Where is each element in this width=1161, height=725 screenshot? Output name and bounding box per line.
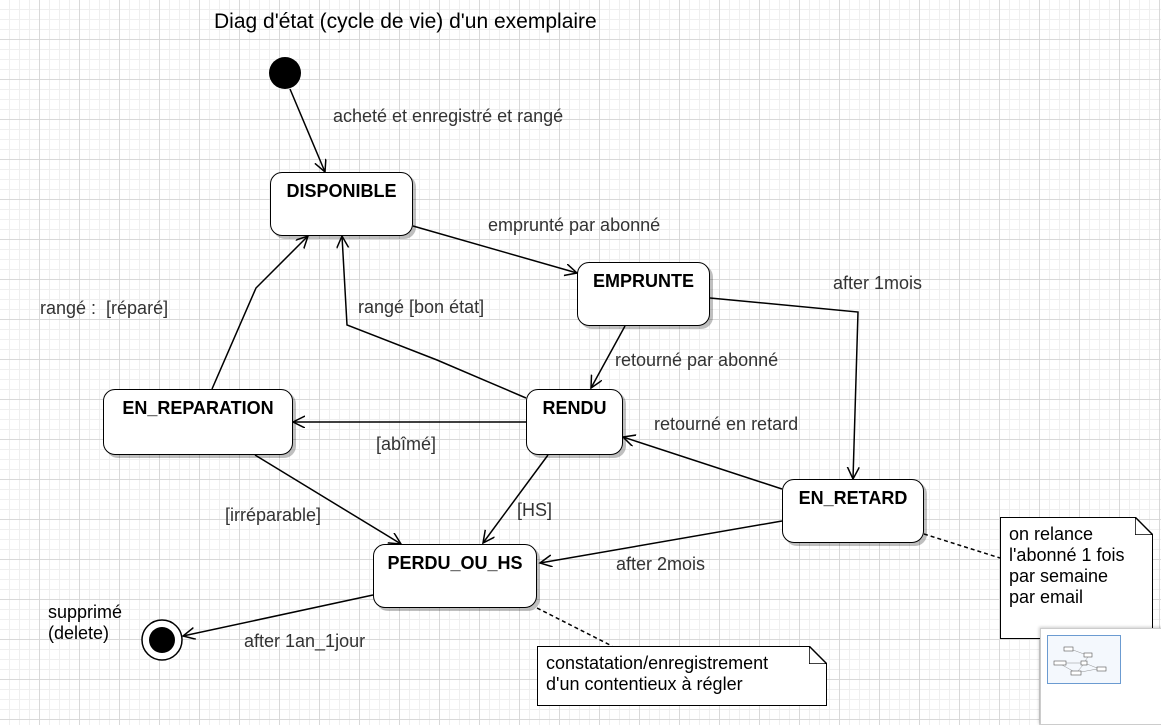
state-emprunte[interactable]: EMPRUNTE <box>577 262 710 326</box>
state-perdu-ou-hs[interactable]: PERDU_OU_HS <box>373 544 537 608</box>
transition-emprunte-rendu <box>591 325 626 388</box>
label-initial-disponible: acheté et enregistré et rangé <box>333 106 564 126</box>
label-en-retard-perdu: after 2mois <box>616 554 706 574</box>
transition-perdu-final <box>183 594 374 636</box>
transition-disponible-emprunte <box>412 225 577 273</box>
label-final-state: supprimé (delete) <box>48 602 123 643</box>
transition-rendu-perdu <box>483 454 549 543</box>
transition-reparation-disponible <box>211 236 308 390</box>
state-emprunte-label: EMPRUNTE <box>592 271 694 291</box>
label-reparation-disponible: rangé : [réparé] <box>40 298 169 318</box>
minimap-viewport[interactable] <box>1047 635 1121 684</box>
note-link-contentieux <box>536 607 613 647</box>
label-emprunte-rendu: retourné par abonné <box>615 350 779 370</box>
initial-state <box>269 57 301 89</box>
minimap-preview <box>1053 646 1107 676</box>
transition-en-retard-rendu <box>623 437 783 490</box>
label-rendu-reparation: [abîmé] <box>376 434 437 454</box>
transition-initial-disponible <box>289 88 325 172</box>
state-disponible-label: DISPONIBLE <box>286 181 397 201</box>
label-emprunte-en-retard: after 1mois <box>833 273 923 293</box>
state-disponible[interactable]: DISPONIBLE <box>270 172 413 236</box>
note-contentieux-fold <box>809 646 827 664</box>
state-en-retard[interactable]: EN_RETARD <box>782 479 924 543</box>
label-disponible-emprunte: emprunté par abonné <box>488 215 661 235</box>
label-rendu-disponible: rangé [bon état] <box>358 297 485 317</box>
note-relance-fold <box>1135 517 1153 535</box>
note-contentieux[interactable]: constatation/enregistrement d'un content… <box>537 646 827 706</box>
transition-emprunte-en-retard <box>709 297 858 479</box>
state-rendu-label: RENDU <box>542 398 607 418</box>
note-relance[interactable]: on relance l'abonné 1 fois par semaine p… <box>1000 517 1153 639</box>
transition-rendu-disponible <box>342 236 527 399</box>
transition-reparation-perdu <box>254 454 401 544</box>
note-link-relance <box>923 533 1001 559</box>
state-en-reparation[interactable]: EN_REPARATION <box>103 389 293 455</box>
label-perdu-final: after 1an_1jour <box>244 631 366 651</box>
state-perdu-ou-hs-label: PERDU_OU_HS <box>387 553 523 573</box>
state-en-reparation-label: EN_REPARATION <box>122 398 274 418</box>
label-en-retard-rendu: retourné en retard <box>654 414 799 434</box>
state-en-retard-label: EN_RETARD <box>798 488 908 508</box>
label-reparation-perdu: [irréparable] <box>225 505 322 525</box>
diagram-title: Diag d'état (cycle de vie) d'un exemplai… <box>214 10 597 33</box>
label-rendu-perdu: [HS] <box>517 500 553 520</box>
transition-en-retard-perdu <box>540 520 783 563</box>
outline-minimap[interactable] <box>1040 628 1161 725</box>
state-rendu[interactable]: RENDU <box>526 389 623 455</box>
final-state <box>141 619 183 661</box>
